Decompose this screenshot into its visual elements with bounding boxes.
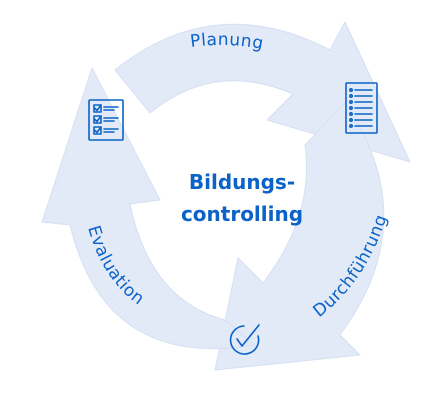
center-title-line1: Bildungs-	[189, 170, 295, 194]
cycle-arrow-durchfuehrung	[214, 102, 385, 371]
list-document-icon	[345, 82, 378, 134]
cycle-arrow-evaluation	[41, 67, 256, 350]
checklist-icon	[88, 99, 124, 141]
center-title-line2: controlling	[181, 202, 303, 226]
check-circle-icon	[229, 324, 260, 355]
